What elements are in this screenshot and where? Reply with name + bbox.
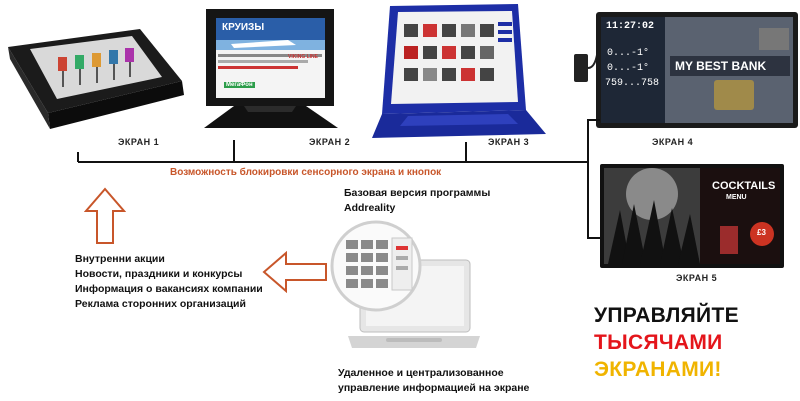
remote-management-caption: Удаленное и централизованное управление … <box>338 366 529 396</box>
screen-2-brand: VIKING LINE <box>288 54 319 60</box>
screen-3-label: ЭКРАН 3 <box>488 137 530 147</box>
remote-line-1: Удаленное и централизованное <box>338 367 504 379</box>
screen-2-label: ЭКРАН 2 <box>309 137 351 147</box>
screen-1-label: ЭКРАН 1 <box>118 137 160 147</box>
lock-caption: Возможность блокировки сенсорного экрана… <box>170 167 442 178</box>
screen-4-signage <box>574 12 798 128</box>
screen-5-signage <box>600 164 784 268</box>
content-types-list: Внутренни акции Новости, праздники и кон… <box>75 252 263 312</box>
screen-4-rate-2: 0...-1° <box>607 63 650 74</box>
promo-headline: УПРАВЛЯЙТЕ ТЫСЯЧАМИ ЭКРАНАМИ! <box>594 302 739 383</box>
screen-4-clock: 11:27:02 <box>606 21 655 32</box>
promo-line-1: УПРАВЛЯЙТЕ <box>594 304 739 327</box>
screen-1-kiosk <box>8 29 184 129</box>
screen-2-stand <box>204 9 338 128</box>
screen-5-title: COCKTAILS <box>712 180 776 192</box>
list-item: Внутренни акции <box>75 253 165 265</box>
screen-4-rate-3: 759...758 <box>605 78 660 89</box>
base-version-line-2: Addreality <box>344 202 396 214</box>
screen-4-label: ЭКРАН 4 <box>652 137 694 147</box>
promo-line-3: ЭКРАНАМИ! <box>594 358 722 381</box>
promo-line-2: ТЫСЯЧАМИ <box>594 331 723 354</box>
base-version-title: Базовая версия программы Addreality <box>344 186 490 216</box>
screen-5-label: ЭКРАН 5 <box>676 273 718 283</box>
screen-4-rate-1: 0...-1° <box>607 48 650 59</box>
base-version-line-1: Базовая версия программы <box>344 187 491 199</box>
screen-5-price: £3 <box>757 228 766 237</box>
list-item: Информация о вакансиях компании <box>75 283 263 295</box>
screen-2-title: КРУИЗЫ <box>222 22 265 33</box>
left-arrow-icon <box>262 251 327 293</box>
screen-3-kiosk <box>372 4 546 138</box>
screen-4-banner: MY BEST BANK <box>675 59 767 73</box>
list-item: Реклама сторонних организаций <box>75 298 246 310</box>
screen-5-subtitle: MENU <box>726 194 747 201</box>
megafon-badge: МегаФон <box>224 82 255 88</box>
laptop-software-illustration <box>330 220 480 348</box>
remote-line-2: управление информацией на экране <box>338 382 530 394</box>
up-arrow-icon <box>84 187 126 244</box>
list-item: Новости, праздники и конкурсы <box>75 268 243 280</box>
